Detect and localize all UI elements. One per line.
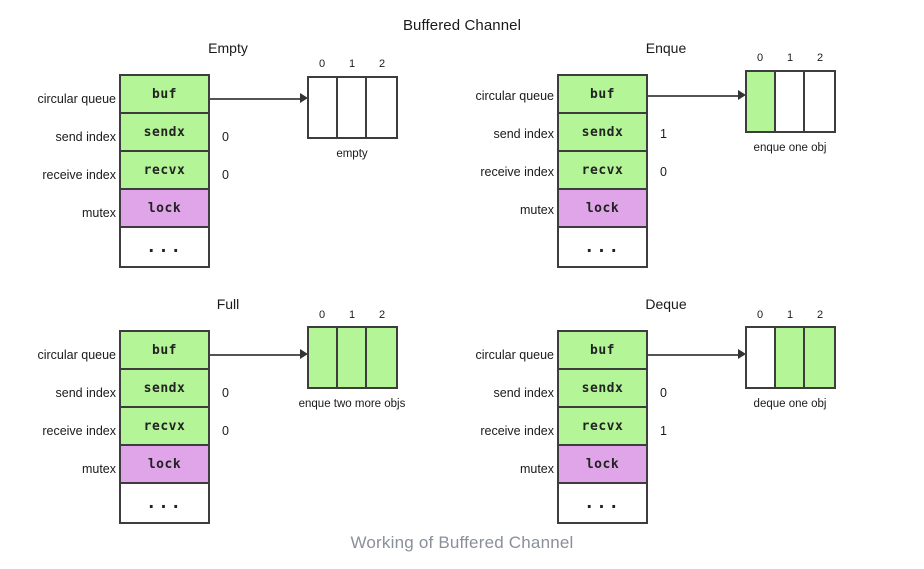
recvx-value-deque: 1 [660,424,667,438]
figure-caption: Working of Buffered Channel [350,533,574,552]
buffer-slot-2 [805,72,834,131]
buffer-caption-full: enque two more objs [298,398,406,410]
hchan-struct-enque: buf sendx recvx lock ... [557,74,648,268]
struct-field-buf: buf [559,76,646,114]
struct-field-lock: lock [121,190,208,228]
buffer-slot-1 [338,78,367,137]
struct-field-sendx: sendx [559,370,646,408]
struct-field-lock: lock [559,446,646,484]
hchan-struct-empty: buf sendx recvx lock ... [119,74,210,268]
struct-field-lock: lock [559,190,646,228]
buffer-slot-0 [309,328,338,387]
buf-pointer-arrow-full [210,349,308,360]
struct-field-buf: buf [121,332,208,370]
panel-title-enque: Enque [645,40,687,56]
slot-index-2: 2 [816,52,824,64]
buf-pointer-arrow-empty [210,93,308,104]
recvx-value-enque: 0 [660,165,667,179]
buffer-empty [307,76,398,139]
struct-field-recvx: recvx [559,408,646,446]
struct-field-recvx: recvx [559,152,646,190]
row-label-receive-index: receive index [480,424,554,438]
buffer-slot-0 [309,78,338,137]
struct-field-sendx: sendx [121,370,208,408]
buffer-caption-empty: empty [336,148,368,160]
row-label-mutex: mutex [81,206,116,220]
slot-index-1: 1 [348,309,356,321]
slot-index-1: 1 [786,52,794,64]
row-label-receive-index: receive index [480,165,554,179]
row-label-send-index: send index [493,386,554,400]
buffer-enque [745,70,836,133]
recvx-value-full: 0 [222,424,229,438]
buffer-slot-1 [338,328,367,387]
buffer-deque [745,326,836,389]
struct-field-buf: buf [121,76,208,114]
buffer-caption-deque: deque one obj [753,398,827,410]
page-title: Buffered Channel [402,17,522,34]
hchan-struct-full: buf sendx recvx lock ... [119,330,210,524]
buf-pointer-arrow-enque [648,90,746,101]
slot-index-2: 2 [378,309,386,321]
struct-field-more: ... [559,484,646,522]
row-label-mutex: mutex [519,462,554,476]
panel-title-empty: Empty [208,40,248,56]
buffer-full [307,326,398,389]
struct-field-more: ... [559,228,646,266]
buf-pointer-arrow-deque [648,349,746,360]
buffer-caption-enque: enque one obj [753,142,827,154]
row-label-send-index: send index [493,127,554,141]
sendx-value-empty: 0 [222,130,229,144]
hchan-struct-deque: buf sendx recvx lock ... [557,330,648,524]
row-label-circular-queue: circular queue [475,89,554,103]
row-label-mutex: mutex [519,203,554,217]
row-label-send-index: send index [55,130,116,144]
buffer-slot-2 [805,328,834,387]
row-label-receive-index: receive index [42,424,116,438]
buffer-slot-2 [367,328,396,387]
struct-field-sendx: sendx [559,114,646,152]
slot-index-1: 1 [348,58,356,70]
struct-field-recvx: recvx [121,408,208,446]
slot-index-0: 0 [756,309,764,321]
row-label-mutex: mutex [81,462,116,476]
struct-field-lock: lock [121,446,208,484]
sendx-value-full: 0 [222,386,229,400]
slot-index-2: 2 [816,309,824,321]
buffer-slot-2 [367,78,396,137]
buffer-slot-0 [747,72,776,131]
panel-title-deque: Deque [645,296,687,312]
row-label-circular-queue: circular queue [37,92,116,106]
slot-index-2: 2 [378,58,386,70]
struct-field-more: ... [121,484,208,522]
struct-field-more: ... [121,228,208,266]
slot-index-0: 0 [318,309,326,321]
struct-field-sendx: sendx [121,114,208,152]
struct-field-recvx: recvx [121,152,208,190]
struct-field-buf: buf [559,332,646,370]
slot-index-0: 0 [756,52,764,64]
buffer-slot-1 [776,72,805,131]
row-label-circular-queue: circular queue [37,348,116,362]
panel-title-full: Full [216,296,240,312]
buffer-slot-0 [747,328,776,387]
buffer-slot-1 [776,328,805,387]
recvx-value-empty: 0 [222,168,229,182]
slot-index-0: 0 [318,58,326,70]
row-label-send-index: send index [55,386,116,400]
row-label-circular-queue: circular queue [475,348,554,362]
slot-index-1: 1 [786,309,794,321]
row-label-receive-index: receive index [42,168,116,182]
sendx-value-enque: 1 [660,127,667,141]
sendx-value-deque: 0 [660,386,667,400]
